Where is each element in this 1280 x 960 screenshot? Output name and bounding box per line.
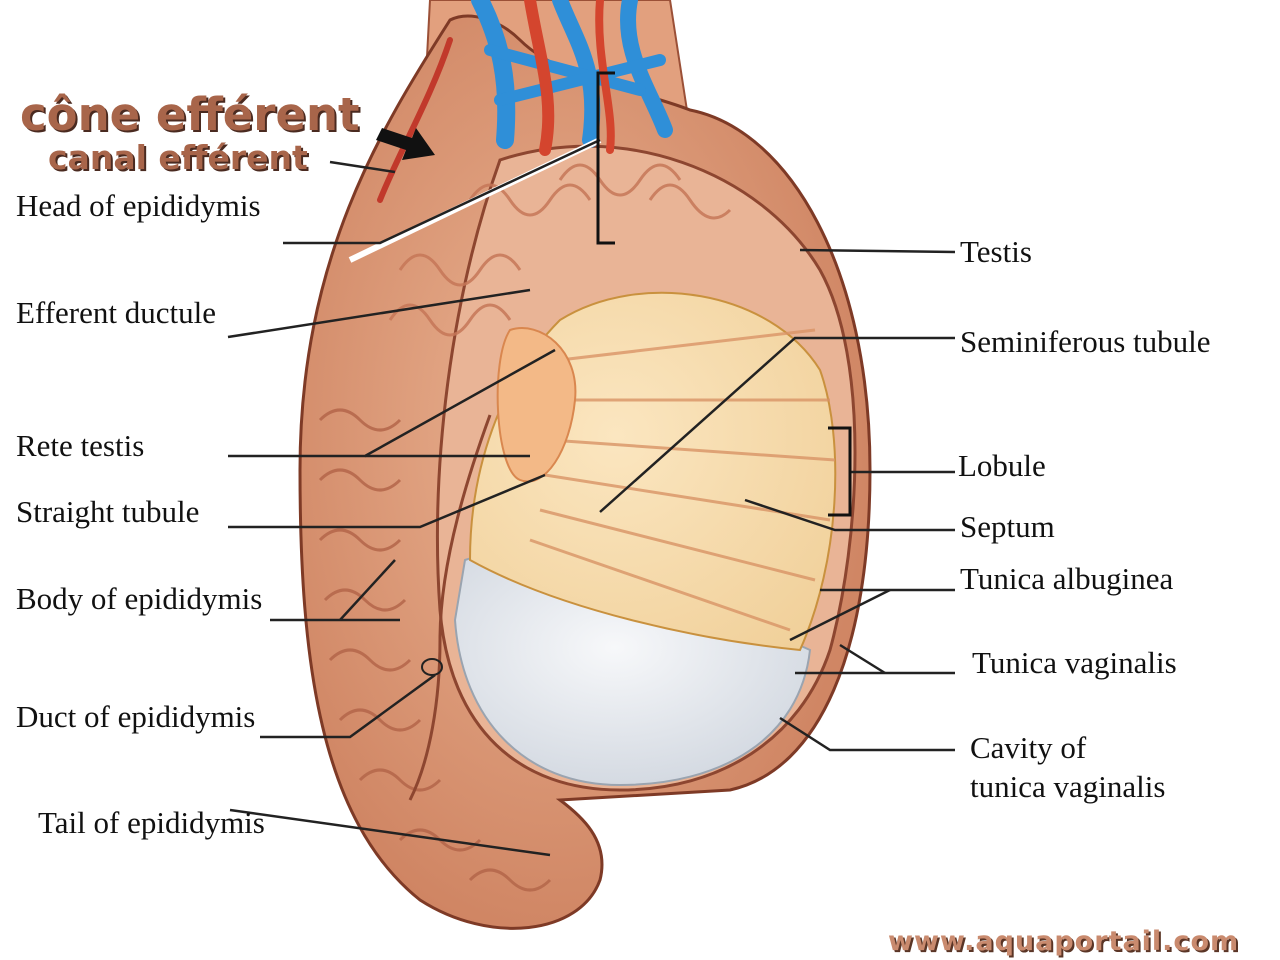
label-head-of-epididymis: Head of epididymis: [16, 188, 261, 223]
label-tunica-vaginalis: Tunica vaginalis: [972, 645, 1177, 680]
head-bracket: [596, 71, 615, 245]
blood-vessels: [377, 0, 673, 203]
leader-lines: [227, 138, 956, 857]
watermark: www.aquaportail.com: [888, 926, 1240, 957]
epididymis-inner-wall: [408, 414, 492, 801]
label-tunica-albuginea: Tunica albuginea: [960, 561, 1174, 596]
duct-loop: [421, 658, 443, 676]
label-body-of-epididymis: Body of epididymis: [16, 581, 263, 616]
label-cavity-line1: Cavity of: [970, 730, 1087, 765]
label-lobule: Lobule: [958, 448, 1046, 483]
label-rete-testis: Rete testis: [16, 428, 145, 463]
label-efferent-ductule: Efferent ductule: [16, 295, 216, 330]
canal-efferent-label: canal efférent: [48, 138, 308, 177]
rete-testis-area: [496, 327, 577, 483]
label-straight-tubule: Straight tubule: [16, 494, 200, 529]
label-cavity-line2: tunica vaginalis: [970, 769, 1166, 804]
label-seminiferous-tubule: Seminiferous tubule: [960, 324, 1211, 359]
label-tail-of-epididymis: Tail of epididymis: [38, 805, 265, 840]
cone-efferent-label: cône efférent: [20, 88, 360, 141]
label-septum: Septum: [960, 509, 1055, 544]
label-duct-of-epididymis: Duct of epididymis: [16, 699, 256, 734]
lobule-bracket: [828, 426, 852, 517]
arrow-icon: [376, 128, 435, 160]
efferent-ductule-coils: [388, 163, 732, 337]
label-testis: Testis: [960, 234, 1032, 269]
epididymis-duct-coils: [318, 408, 552, 892]
